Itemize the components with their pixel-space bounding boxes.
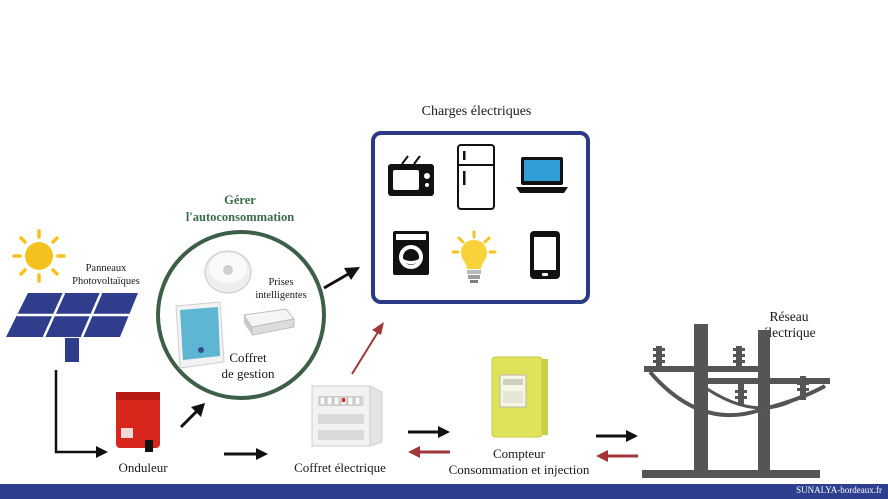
meter-icon <box>491 356 548 438</box>
arrow-inverter-to-panel <box>224 448 268 460</box>
coffret-electrique-label: Coffret électrique <box>294 460 386 475</box>
arrow-panel-to-charges <box>351 322 384 375</box>
solar-panel-icon <box>6 292 138 362</box>
exchange-arrows-meter-grid <box>596 430 638 462</box>
fridge-icon <box>457 144 495 210</box>
reseau-line2: électrique <box>762 325 816 340</box>
sun-icon <box>12 229 66 283</box>
washing-machine-icon <box>393 231 429 275</box>
gerer-title: Gérer l'autoconsommation <box>160 192 320 226</box>
panneaux-line1: Panneaux <box>85 263 127 274</box>
smart-plug-icon <box>243 308 295 336</box>
arrow-inverter-to-management <box>179 403 205 429</box>
exchange-arrows-panel-meter <box>408 426 450 458</box>
prises-label: Prises intelligentes <box>248 276 314 302</box>
coffret-gestion-line2: de gestion <box>221 366 275 381</box>
management-box-icon <box>175 301 225 369</box>
reseau-line1: Réseau <box>769 309 809 324</box>
inverter-icon <box>116 392 160 452</box>
smart-sensor-icon <box>204 250 252 294</box>
lightbulb-icon <box>451 230 497 283</box>
prises-line1: Prises <box>268 277 294 288</box>
compteur-line2: Consommation et injection <box>448 462 590 477</box>
charges-title: Charges électriques <box>421 104 532 119</box>
power-pylon-icon <box>642 324 830 478</box>
gerer-line1: Gérer <box>224 193 256 207</box>
coffret-gestion-line1: Coffret <box>229 350 267 365</box>
compteur-line1: Compteur <box>493 446 545 461</box>
charges-box <box>371 131 590 304</box>
autoconsommation-circle <box>156 230 326 400</box>
reseau-label: Réseau électrique <box>744 309 834 341</box>
footer-site[interactable]: SUNALYA-bordeaux.fr <box>796 485 882 495</box>
coffret-gestion-label: Coffret de gestion <box>208 350 288 382</box>
laptop-icon <box>516 157 568 193</box>
compteur-label: Compteur Consommation et injection <box>436 446 602 478</box>
footer-bar: SUNALYA-bordeaux.fr <box>0 484 888 499</box>
onduleur-label: Onduleur <box>118 460 168 475</box>
prises-line2: intelligentes <box>255 290 307 301</box>
arrow-panels-to-inverter <box>54 370 108 458</box>
panneaux-label: Panneaux Photovoltaïques <box>62 262 150 288</box>
gerer-line2: l'autoconsommation <box>185 210 295 224</box>
smartphone-icon <box>530 231 560 279</box>
arrow-management-to-charges <box>323 267 360 290</box>
electrical-panel-icon <box>311 385 383 447</box>
tv-icon <box>388 155 434 196</box>
panneaux-line2: Photovoltaïques <box>72 276 140 287</box>
